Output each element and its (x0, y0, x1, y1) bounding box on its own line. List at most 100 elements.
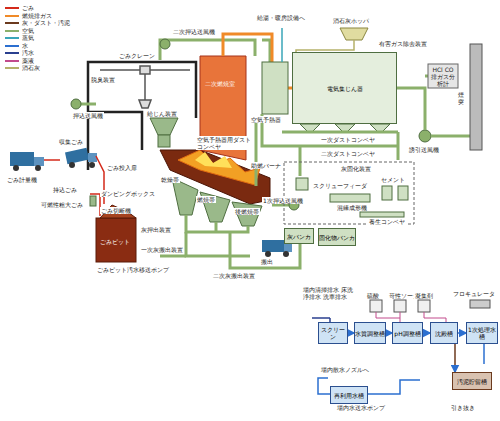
pipe-connector (454, 344, 456, 372)
plant-label: 持込ごみ (52, 186, 78, 193)
legend-text: 汚水 (22, 49, 34, 56)
solidification-units (382, 186, 392, 200)
hopper (150, 118, 178, 147)
trucks (89, 162, 95, 168)
box-text: 水質調整槽 (355, 330, 385, 337)
trucks (262, 240, 284, 252)
legend-text: 灰・ダスト・汚泥 (22, 19, 70, 26)
plant-label: 一次ダストコンベヤ (320, 136, 376, 143)
box-text: 固化物バンカ (319, 234, 355, 241)
crane (100, 66, 190, 108)
plant-label: 助燃バーナ (250, 162, 282, 169)
air-pipes (160, 40, 255, 60)
box-text: 灰バンカ (287, 233, 311, 240)
dumping-box (90, 196, 96, 206)
flocculator (470, 300, 490, 308)
legend-text: 空気 (22, 27, 34, 34)
dust-conveyors (282, 131, 398, 134)
legend-swatch (5, 7, 19, 9)
ash-solidification (284, 162, 414, 224)
legend-swatch (5, 37, 19, 39)
box-text: 再利用水槽 (334, 392, 364, 399)
plant-label: 引き抜き (450, 404, 476, 411)
legend-swatch (5, 45, 19, 47)
plant-label: 二次押込送風機 (172, 28, 216, 35)
plant-label: ごみ切断機 (100, 207, 132, 214)
plant-label: 1次押込送風機 (262, 197, 304, 204)
trucks (34, 157, 44, 166)
grate-furnace (178, 150, 260, 185)
plant-label: 搬出 (260, 258, 274, 265)
air-pipes (80, 40, 300, 268)
trucks (65, 148, 89, 164)
legend-swatch (5, 22, 19, 24)
equipment-box: 沈殿槽 (430, 322, 458, 344)
plant-label: HCl CO 排ガス分析計 (429, 66, 457, 87)
reagent-tanks (418, 300, 430, 312)
plant-label: 一次灰搬出装置 (140, 246, 184, 253)
garbage-pit (100, 205, 136, 218)
solidification-units (296, 178, 408, 217)
reagent-lines (376, 312, 446, 322)
trucks (284, 244, 292, 252)
plant-label: 燃焼帯 (196, 196, 216, 203)
slaked-lime (340, 28, 368, 40)
slaked-lime (340, 28, 368, 40)
plant-label: 混練成形機 (336, 204, 368, 211)
trucks (69, 162, 75, 168)
pipe-connector (458, 332, 466, 334)
solidification-units (296, 178, 308, 190)
plant-label: 二次ダストコンベヤ (320, 150, 376, 157)
reuse-water (368, 380, 420, 394)
equipment-box: 灰バンカ (284, 228, 314, 244)
plant-label: 収集ごみ (58, 138, 84, 145)
plant-label: スクリューフィーダ (312, 182, 368, 189)
trucks (13, 165, 19, 171)
chimney (470, 44, 482, 150)
chimney (470, 44, 482, 150)
legend-text: 燃焼排ガス (22, 12, 52, 19)
reuse-water (483, 344, 485, 364)
plant-label: セメント (380, 176, 406, 183)
legend-swatch (5, 60, 19, 62)
plant-label: フロキュレータ (452, 290, 496, 297)
plant-label: ダンピングボックス (100, 190, 156, 197)
plant-label: ごみ投入扉 (106, 164, 138, 171)
plant-label: 消石灰ホッパ (332, 17, 370, 24)
plant-label: ごみクレーン (118, 52, 156, 59)
legend-text: 薬液 (22, 57, 34, 64)
air-pipes (160, 255, 186, 258)
plant-label: 可燃性粗大ごみ (40, 201, 84, 208)
solidification-units (398, 186, 408, 200)
dust-conveyors (299, 146, 302, 176)
legend-text: 蒸気 (22, 34, 34, 41)
plant-label: 空気予熱器用ダストコンベヤ (196, 136, 254, 150)
reagent-lines (376, 312, 400, 322)
fans (160, 39, 170, 49)
reagent-tanks (394, 300, 406, 312)
plant-label: 給湯・暖房設備へ (256, 14, 306, 21)
air-pipes (186, 215, 248, 232)
gas-duct (397, 88, 425, 130)
plant-label: ごみピット汚水移送ポンプ (96, 266, 170, 273)
box-text: 1次処理水槽 (467, 326, 497, 340)
trucks (265, 251, 271, 257)
air-preheater (262, 62, 288, 114)
flue-gas (223, 34, 272, 62)
air-pipes (186, 232, 250, 256)
furnace-hoppers (172, 178, 198, 215)
dust-conveyors (397, 132, 400, 160)
plant-label: 乾燥帯 (160, 176, 180, 183)
ash-solidification (284, 162, 414, 224)
legend-text: ごみ (22, 4, 34, 11)
waste-flow (44, 159, 60, 161)
pipe-connector (423, 332, 430, 334)
hopper (158, 135, 170, 147)
box-text: スクリーン (319, 326, 347, 340)
legend-swatch (5, 67, 19, 69)
trucks (10, 148, 292, 257)
plant-label: 凝集剤 (414, 292, 434, 299)
plant-label: 空気予熱器 (250, 116, 292, 123)
equipment-box: 1次処理水槽 (466, 322, 498, 344)
